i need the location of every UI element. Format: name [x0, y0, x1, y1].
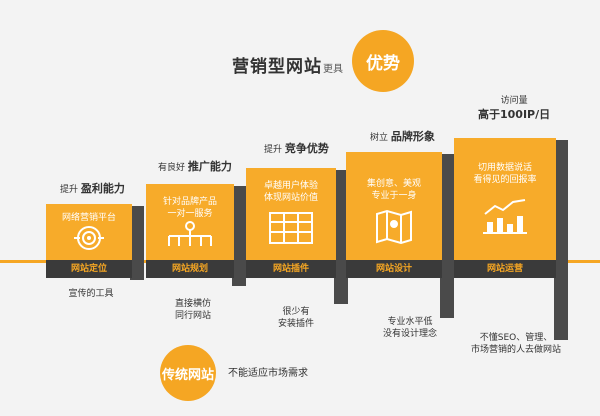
step4-bar: 网站设计: [346, 260, 442, 278]
step4-face: 集创意、美观 专业于一身: [346, 152, 442, 260]
step2-face: 针对品牌产品 一对一服务: [146, 184, 234, 260]
step2-below: 直接横仿 同行网站: [150, 298, 236, 322]
step3-face-text-2: 体现网站价值: [263, 193, 318, 203]
step5-below-line-2: 市场营销的人去做网站: [470, 345, 561, 355]
step2-above-label: 有良好 推广能力: [158, 160, 232, 173]
grid-icon: [269, 212, 313, 244]
page-title: 营销型网站: [232, 57, 322, 77]
bar-chart-icon: [483, 199, 527, 234]
step1-face: 网络营销平台: [46, 204, 132, 260]
step1-above-label: 提升 盈利能力: [60, 182, 125, 195]
step3-above-label: 提升 竞争优势: [264, 142, 329, 155]
step1-side: [130, 206, 144, 280]
step4-below: 专业水平低 没有设计理念: [370, 316, 450, 340]
map-icon: [376, 209, 412, 244]
step3-below-line-1: 很少有: [282, 307, 310, 317]
advantage-badge: 优势: [352, 30, 414, 92]
step3-below: 很少有 安装插件: [256, 306, 336, 330]
step4-below-line-1: 专业水平低: [387, 317, 433, 327]
step1-bar: 网站定位: [46, 260, 132, 278]
step4-face-text-2: 专业于一身: [371, 191, 417, 201]
step3-below-line-2: 安装插件: [277, 319, 314, 329]
step3-side: [334, 170, 348, 304]
step4-below-line-2: 没有设计理念: [382, 329, 437, 339]
step4-above-label: 树立 品牌形象: [370, 130, 435, 143]
step3-face-text-1: 卓越用户体验: [263, 181, 318, 191]
step2-bar: 网站规划: [146, 260, 234, 278]
step5-above-label: 访问量 高于100IP/日: [478, 94, 550, 123]
traditional-site-note: 不能适应市场需求: [228, 368, 308, 379]
step4-face-text-1: 集创意、美观: [366, 179, 421, 189]
step5-below-line-1: 不懂SEO、管理、: [479, 333, 553, 343]
step1-below: 宣传的工具: [68, 289, 114, 299]
step1-face-text: 网络营销平台: [61, 213, 116, 223]
step2-face-text-2: 一对一服务: [167, 209, 213, 219]
step5-side: [554, 140, 568, 340]
step5-above-prefix: 访问量: [500, 96, 528, 106]
title-connector: 更具: [323, 64, 343, 75]
step5-face: 切用数据说话 看得见的回报率: [454, 138, 556, 260]
target-icon: [74, 226, 104, 250]
step5-above-bold: 高于100IP/日: [478, 108, 551, 121]
step4-side: [440, 154, 454, 318]
step2-below-line-1: 直接横仿: [174, 299, 211, 309]
traditional-site-badge: 传统网站: [160, 345, 216, 401]
step5-below: 不懂SEO、管理、 市场营销的人去做网站: [456, 332, 576, 356]
step5-face-text-2: 看得见的回报率: [473, 175, 537, 185]
step2-below-line-2: 同行网站: [174, 311, 211, 321]
step2-face-text-1: 针对品牌产品: [162, 197, 217, 207]
network-icon: [168, 221, 212, 246]
step3-face: 卓越用户体验 体现网站价值: [246, 168, 336, 260]
step5-bar: 网站运营: [454, 260, 556, 278]
step3-bar: 网站插件: [246, 260, 336, 278]
step2-side: [232, 186, 246, 286]
step5-face-text-1: 切用数据说话: [477, 163, 532, 173]
